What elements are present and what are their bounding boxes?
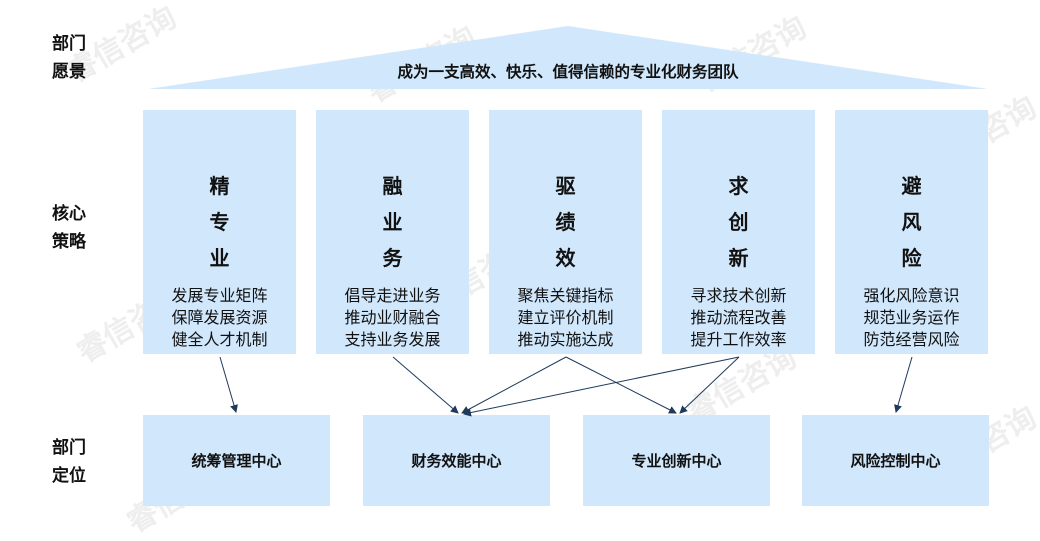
pillar-title-char: 务 <box>382 246 403 270</box>
pillar-professional: 精 专 业 发展专业矩阵 保障发展资源 健全人才机制 <box>143 110 296 354</box>
roof-shape <box>148 26 988 89</box>
pillar-desc-line: 强化风险意识 <box>863 286 960 305</box>
row-label-vision: 部门 愿景 <box>52 30 102 86</box>
pillar-desc-line: 倡导走进业务 <box>344 286 441 305</box>
pillar-title: 精 专 业 <box>143 168 296 276</box>
pillar-title-char: 驱 <box>555 174 576 198</box>
pillar-desc-line: 建立评价机制 <box>517 308 614 327</box>
pillar-desc-line: 聚焦关键指标 <box>517 286 614 305</box>
pillar-desc: 聚焦关键指标 建立评价机制 推动实施达成 <box>489 285 642 351</box>
pillar-title-char: 融 <box>382 174 403 198</box>
pillar-desc-line: 保障发展资源 <box>171 308 268 327</box>
center-efficiency: 财务效能中心 <box>363 415 550 506</box>
pillar-desc: 寻求技术创新 推动流程改善 提升工作效率 <box>662 285 815 351</box>
pillar-title-char: 险 <box>901 246 922 270</box>
pillar-desc-line: 支持业务发展 <box>344 330 441 349</box>
pillar-desc-line: 健全人才机制 <box>171 330 268 349</box>
row-label-line: 愿景 <box>52 62 86 82</box>
pillar-desc: 发展专业矩阵 保障发展资源 健全人才机制 <box>143 285 296 351</box>
vision-text: 成为一支高效、快乐、值得信赖的专业化财务团队 <box>397 63 739 81</box>
pillar-business: 融 业 务 倡导走进业务 推动业财融合 支持业务发展 <box>316 110 469 354</box>
center-coordination: 统筹管理中心 <box>143 415 330 506</box>
pillar-desc-line: 发展专业矩阵 <box>171 286 268 305</box>
pillar-title: 融 业 务 <box>316 168 469 276</box>
pillar-title: 避 风 险 <box>835 168 988 276</box>
pillar-title-char: 专 <box>209 210 230 234</box>
row-label-line: 核心 <box>52 204 86 224</box>
pillar-desc-line: 防范经营风险 <box>863 330 960 349</box>
pillar-title-char: 避 <box>901 174 922 198</box>
row-label-line: 部门 <box>52 438 86 458</box>
pillar-risk: 避 风 险 强化风险意识 规范业务运作 防范经营风险 <box>835 110 988 354</box>
pillar-desc-line: 推动实施达成 <box>517 330 614 349</box>
pillar-desc-line: 提升工作效率 <box>690 330 787 349</box>
pillar-desc-line: 规范业务运作 <box>863 308 960 327</box>
pillar-desc: 强化风险意识 规范业务运作 防范经营风险 <box>835 285 988 351</box>
pillar-desc-line: 推动业财融合 <box>344 308 441 327</box>
center-risk-control: 风险控制中心 <box>802 415 989 506</box>
pillar-title-char: 业 <box>382 210 403 234</box>
pillar-performance: 驱 绩 效 聚焦关键指标 建立评价机制 推动实施达成 <box>489 110 642 354</box>
center-innovation: 专业创新中心 <box>583 415 770 506</box>
pillar-desc-line: 寻求技术创新 <box>690 286 787 305</box>
pillar-title-char: 绩 <box>555 210 576 234</box>
row-label-position: 部门 定位 <box>52 434 102 490</box>
pillar-title-char: 新 <box>728 246 749 270</box>
pillar-title-char: 效 <box>555 246 576 270</box>
pillar-desc-line: 推动流程改善 <box>690 308 787 327</box>
pillar-title: 求 创 新 <box>662 168 815 276</box>
pillar-title-char: 精 <box>209 174 230 198</box>
pillar-innovation: 求 创 新 寻求技术创新 推动流程改善 提升工作效率 <box>662 110 815 354</box>
pillar-title-char: 风 <box>901 210 922 234</box>
row-label-line: 部门 <box>52 34 86 54</box>
row-label-strategy: 核心 策略 <box>52 200 102 256</box>
row-label-line: 定位 <box>52 466 86 486</box>
row-label-line: 策略 <box>52 232 86 252</box>
pillar-title-char: 业 <box>209 246 230 270</box>
pillar-title-char: 创 <box>728 210 749 234</box>
pillar-title: 驱 绩 效 <box>489 168 642 276</box>
pillar-desc: 倡导走进业务 推动业财融合 支持业务发展 <box>316 285 469 351</box>
pillar-title-char: 求 <box>728 174 749 198</box>
